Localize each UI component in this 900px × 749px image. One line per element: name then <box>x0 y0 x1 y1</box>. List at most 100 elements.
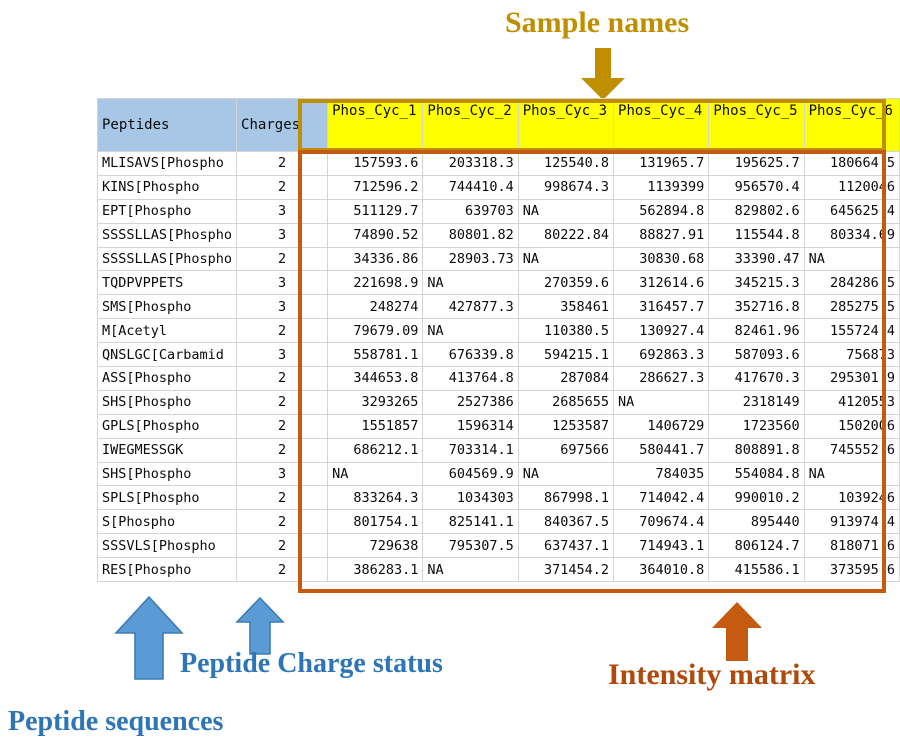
cell-intensity[interactable]: 130927.4 <box>613 318 710 344</box>
cell-intensity[interactable]: 2685655 <box>517 389 615 415</box>
cell-intensity[interactable]: 79679.09 <box>327 318 424 344</box>
cell-intensity[interactable]: 784035 <box>613 461 710 487</box>
cell-charge[interactable]: 2 <box>236 318 329 344</box>
cell-intensity[interactable]: 913974.4 <box>803 509 900 535</box>
cell-intensity[interactable]: 562894.8 <box>613 198 710 224</box>
cell-intensity[interactable]: 155724.4 <box>803 318 900 344</box>
cell-peptide[interactable]: SSSSLLAS[Phospho <box>96 246 238 272</box>
cell-intensity[interactable]: NA <box>517 246 615 272</box>
cell-peptide[interactable]: SMS[Phospho <box>96 294 238 320</box>
cell-intensity[interactable]: 712596.2 <box>327 174 424 200</box>
cell-intensity[interactable]: 645625.4 <box>803 198 900 224</box>
cell-peptide[interactable]: TQDPVPPETS <box>96 270 238 296</box>
cell-intensity[interactable]: 511129.7 <box>327 198 424 224</box>
cell-intensity[interactable]: 825141.1 <box>422 509 519 535</box>
cell-intensity[interactable]: 427877.3 <box>422 294 519 320</box>
cell-intensity[interactable]: 4120553 <box>803 389 900 415</box>
cell-intensity[interactable]: 125540.8 <box>517 151 615 176</box>
cell-peptide[interactable]: SHS[Phospho <box>96 461 238 487</box>
cell-intensity[interactable]: 697566 <box>517 437 615 463</box>
cell-intensity[interactable]: 74890.52 <box>327 222 424 248</box>
cell-intensity[interactable]: 587093.6 <box>708 342 805 368</box>
cell-intensity[interactable]: 312614.6 <box>613 270 710 296</box>
cell-intensity[interactable]: 801754.1 <box>327 509 424 535</box>
cell-peptide[interactable]: S[Phospho <box>96 509 238 535</box>
column-header-sample-5[interactable]: Phos_Cyc_5 <box>708 98 805 152</box>
cell-intensity[interactable]: NA <box>422 318 519 344</box>
cell-intensity[interactable]: 287084 <box>517 366 615 391</box>
cell-intensity[interactable]: 316457.7 <box>613 294 710 320</box>
cell-intensity[interactable]: 840367.5 <box>517 509 615 535</box>
cell-peptide[interactable]: MLISAVS[Phospho <box>96 151 238 176</box>
column-header-sample-1[interactable]: Phos_Cyc_1 <box>327 98 424 152</box>
cell-intensity[interactable]: 386283.1 <box>327 557 424 583</box>
cell-intensity[interactable]: 221698.9 <box>327 270 424 296</box>
cell-intensity[interactable]: 829802.6 <box>708 198 805 224</box>
cell-intensity[interactable]: 284286.5 <box>803 270 900 296</box>
cell-charge[interactable]: 2 <box>236 413 329 439</box>
column-header-sample-2[interactable]: Phos_Cyc_2 <box>422 98 519 152</box>
cell-intensity[interactable]: 686212.1 <box>327 437 424 463</box>
cell-intensity[interactable]: 364010.8 <box>613 557 710 583</box>
cell-intensity[interactable]: 806124.7 <box>708 533 805 559</box>
cell-intensity[interactable]: 285275.5 <box>803 294 900 320</box>
cell-intensity[interactable]: NA <box>517 198 615 224</box>
cell-intensity[interactable]: 1034303 <box>422 485 519 511</box>
cell-intensity[interactable]: 295301.9 <box>803 366 900 391</box>
cell-peptide[interactable]: SHS[Phospho <box>96 389 238 415</box>
cell-intensity[interactable]: 1139399 <box>613 174 710 200</box>
cell-intensity[interactable]: 580441.7 <box>613 437 710 463</box>
cell-intensity[interactable]: 413764.8 <box>422 366 519 391</box>
cell-intensity[interactable]: 558781.1 <box>327 342 424 368</box>
cell-intensity[interactable]: 744410.4 <box>422 174 519 200</box>
cell-intensity[interactable]: 709674.4 <box>613 509 710 535</box>
cell-intensity[interactable]: 286627.3 <box>613 366 710 391</box>
cell-intensity[interactable]: NA <box>803 461 900 487</box>
cell-intensity[interactable]: 270359.6 <box>517 270 615 296</box>
cell-intensity[interactable]: 417670.3 <box>708 366 805 391</box>
column-header-charges[interactable]: Charges <box>236 98 329 152</box>
cell-peptide[interactable]: SPLS[Phospho <box>96 485 238 511</box>
cell-intensity[interactable]: 82461.96 <box>708 318 805 344</box>
cell-intensity[interactable]: 895440 <box>708 509 805 535</box>
cell-intensity[interactable]: NA <box>613 389 710 415</box>
cell-charge[interactable]: 2 <box>236 437 329 463</box>
cell-charge[interactable]: 2 <box>236 533 329 559</box>
cell-intensity[interactable]: NA <box>422 557 519 583</box>
cell-intensity[interactable]: 373595.6 <box>803 557 900 583</box>
cell-intensity[interactable]: 371454.2 <box>517 557 615 583</box>
cell-intensity[interactable]: 604569.9 <box>422 461 519 487</box>
cell-intensity[interactable]: 1596314 <box>422 413 519 439</box>
cell-charge[interactable]: 2 <box>236 151 329 176</box>
cell-intensity[interactable]: 714943.1 <box>613 533 710 559</box>
cell-charge[interactable]: 2 <box>236 557 329 583</box>
cell-intensity[interactable]: 110380.5 <box>517 318 615 344</box>
cell-intensity[interactable]: 990010.2 <box>708 485 805 511</box>
cell-intensity[interactable]: 554084.8 <box>708 461 805 487</box>
cell-charge[interactable]: 3 <box>236 461 329 487</box>
cell-intensity[interactable]: 639703 <box>422 198 519 224</box>
cell-intensity[interactable]: 352716.8 <box>708 294 805 320</box>
cell-intensity[interactable]: 2527386 <box>422 389 519 415</box>
cell-charge[interactable]: 3 <box>236 222 329 248</box>
cell-peptide[interactable]: RES[Phospho <box>96 557 238 583</box>
cell-intensity[interactable]: 745552.6 <box>803 437 900 463</box>
cell-intensity[interactable]: 808891.8 <box>708 437 805 463</box>
cell-intensity[interactable]: 756873 <box>803 342 900 368</box>
cell-intensity[interactable]: 795307.5 <box>422 533 519 559</box>
cell-intensity[interactable]: 415586.1 <box>708 557 805 583</box>
cell-intensity[interactable]: NA <box>803 246 900 272</box>
cell-intensity[interactable]: 33390.47 <box>708 246 805 272</box>
cell-intensity[interactable]: 1120046 <box>803 174 900 200</box>
cell-intensity[interactable]: 80334.69 <box>803 222 900 248</box>
cell-intensity[interactable]: NA <box>422 270 519 296</box>
cell-peptide[interactable]: SSSSLLAS[Phospho <box>96 222 238 248</box>
cell-intensity[interactable]: 180664.5 <box>803 151 900 176</box>
cell-intensity[interactable]: 998674.3 <box>517 174 615 200</box>
cell-intensity[interactable]: 1253587 <box>517 413 615 439</box>
cell-intensity[interactable]: 28903.73 <box>422 246 519 272</box>
cell-intensity[interactable]: 30830.68 <box>613 246 710 272</box>
cell-intensity[interactable]: 637437.1 <box>517 533 615 559</box>
cell-peptide[interactable]: GPLS[Phospho <box>96 413 238 439</box>
cell-intensity[interactable]: 358461 <box>517 294 615 320</box>
